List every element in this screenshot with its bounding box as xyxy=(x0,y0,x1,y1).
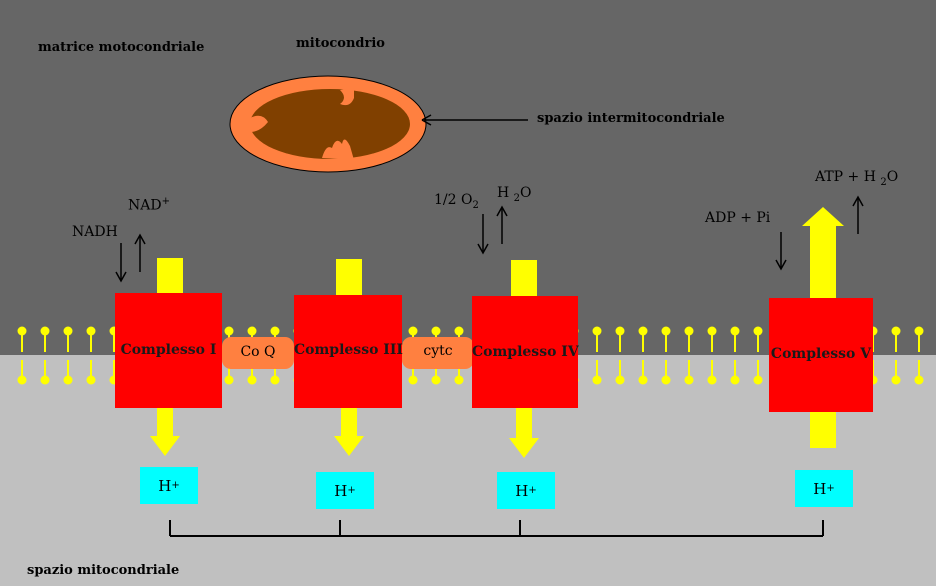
atp-label: ATP + H 2O xyxy=(815,169,898,188)
lipid-head xyxy=(638,375,648,385)
lipid-head xyxy=(592,375,602,385)
nad-text: NAD xyxy=(128,197,162,214)
h2o-h: H xyxy=(497,185,510,201)
lipid-head xyxy=(270,375,280,385)
atp-text: ATP + H xyxy=(815,169,876,185)
o2-subscript: 2 xyxy=(472,199,479,211)
lipid-head xyxy=(891,375,901,385)
complex-v-label: Complesso V xyxy=(770,346,872,362)
complex-i-shape xyxy=(115,293,222,408)
complex-iv-shape xyxy=(472,296,578,408)
complex-iv-label: Complesso IV xyxy=(472,344,579,360)
lipid-head xyxy=(270,326,280,336)
substrate-arrows xyxy=(115,195,864,283)
proton-text: H xyxy=(334,481,348,500)
lipid-head xyxy=(224,375,234,385)
lipid-head xyxy=(592,326,602,336)
proton-superscript: + xyxy=(528,485,537,496)
proton-superscript: + xyxy=(826,483,835,494)
coq-shape xyxy=(222,337,294,369)
proton-box: H+ xyxy=(316,472,374,509)
lipid-head xyxy=(431,375,441,385)
h2o-subscript: 2 xyxy=(513,192,521,204)
lipid-head xyxy=(17,375,27,385)
mitochondrion-icon xyxy=(229,75,427,173)
lipid-head xyxy=(86,375,96,385)
lipid-head xyxy=(454,326,464,336)
lipid-head xyxy=(17,326,27,336)
lipid-head xyxy=(63,326,73,336)
lipid-head xyxy=(730,326,740,336)
nad-superscript: + xyxy=(161,196,170,207)
cytc-shape xyxy=(402,337,474,369)
proton-box: H+ xyxy=(795,470,853,507)
lipid-head xyxy=(914,375,924,385)
atp-subscript: 2 xyxy=(880,176,887,188)
nadh-label: NADH xyxy=(72,224,118,240)
lipid-head xyxy=(454,375,464,385)
half-o2-text: 1/2 O xyxy=(434,192,473,208)
atp-o: O xyxy=(886,169,899,185)
proton-text: H xyxy=(515,481,529,500)
complex-iii-label: Complesso III xyxy=(294,342,403,358)
lipid-head xyxy=(753,326,763,336)
cytc-label: cytc xyxy=(423,343,453,359)
lipid-head xyxy=(638,326,648,336)
coq-label: Co Q xyxy=(240,344,276,360)
lipid-head xyxy=(914,326,924,336)
mitochondrion-label: mitocondrio xyxy=(296,36,385,51)
adp-label: ADP + Pi xyxy=(705,210,771,226)
lipid-head xyxy=(730,375,740,385)
proton-pump-arrows xyxy=(150,207,844,458)
lipid-head xyxy=(753,375,763,385)
lipid-head xyxy=(40,375,50,385)
mitochondrial-space-label: spazio mitocondriale xyxy=(27,563,180,578)
half-o2-label: 1/2 O2 xyxy=(434,192,479,211)
matrix-label: matrice motocondriale xyxy=(38,40,205,55)
proton-bracket xyxy=(169,520,824,537)
lipid-head xyxy=(63,375,73,385)
h2o-label: H 2O xyxy=(497,185,532,204)
lipid-head xyxy=(247,375,257,385)
lipid-head xyxy=(40,326,50,336)
complex-iii-shape xyxy=(294,295,402,408)
complex-i-label: Complesso I xyxy=(120,342,217,358)
lipid-head xyxy=(224,326,234,336)
proton-superscript: + xyxy=(171,480,180,491)
lipid-head xyxy=(684,326,694,336)
intermembrane-label: spazio intermitocondriale xyxy=(537,111,725,126)
complex-v-shape xyxy=(769,298,873,412)
h2o-o: O xyxy=(520,185,532,201)
lipid-head xyxy=(707,375,717,385)
intermembrane-pointer-head xyxy=(421,114,432,126)
lipid-head xyxy=(707,326,717,336)
lipid-head xyxy=(408,326,418,336)
lipid-head xyxy=(431,326,441,336)
lipid-head xyxy=(408,375,418,385)
lipid-head xyxy=(615,375,625,385)
proton-superscript: + xyxy=(347,485,356,496)
proton-box: H+ xyxy=(497,472,555,509)
lipid-head xyxy=(891,326,901,336)
nad-label: NAD+ xyxy=(128,196,170,214)
proton-box: H+ xyxy=(140,467,198,504)
lipid-head xyxy=(86,326,96,336)
lipid-head xyxy=(684,375,694,385)
lipid-head xyxy=(661,326,671,336)
proton-text: H xyxy=(158,476,172,495)
lipid-head xyxy=(615,326,625,336)
lipid-head xyxy=(661,375,671,385)
proton-text: H xyxy=(813,479,827,498)
lipid-head xyxy=(247,326,257,336)
